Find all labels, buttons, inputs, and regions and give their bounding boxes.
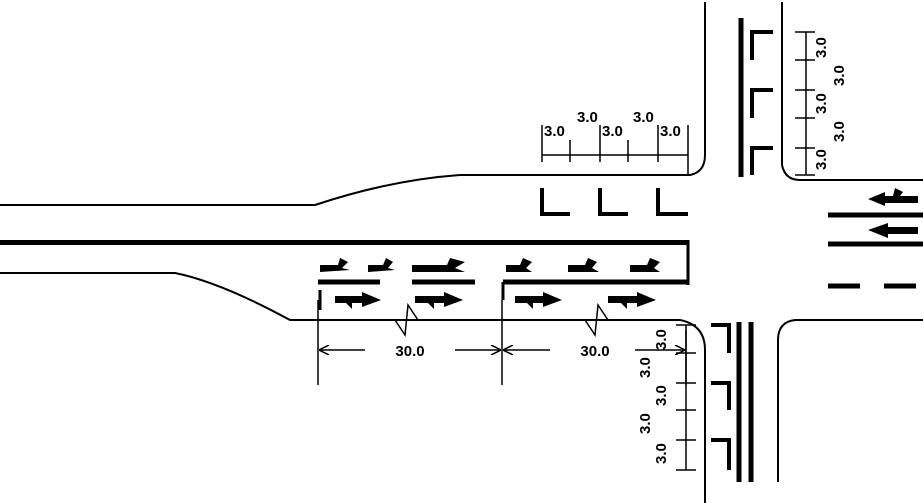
west-crosswalk-bracket-2: [598, 188, 628, 216]
dim-label: 3.0: [602, 123, 623, 140]
storage-length-dimensions: [317, 300, 687, 385]
right-top-dimension-ticks: [795, 31, 815, 176]
bottom-dimension-labels: 3.0 3.0 3.0 3.0 3.0: [637, 329, 670, 464]
dim-label: 3.0: [653, 443, 670, 464]
through-arrow: [415, 292, 463, 309]
north-leg-markings: [738, 18, 773, 177]
north-crosswalk-bracket-3: [750, 146, 773, 175]
left-turn-arrow: [568, 258, 599, 272]
left-turn-arrow: [506, 258, 532, 272]
through-arrow: [515, 292, 562, 309]
dim-label: 3.0: [813, 37, 830, 58]
south-crosswalk-bracket-3: [711, 438, 731, 470]
dim-label: 3.0: [633, 109, 654, 126]
storage-length-label: 30.0: [395, 343, 424, 360]
storage-length-label: 30.0: [580, 343, 609, 360]
left-turn-arrow: [412, 258, 465, 272]
south-crosswalk-bracket-2: [711, 381, 731, 410]
south-leg-markings: [711, 322, 754, 482]
west-crosswalk-bracket-3: [656, 188, 688, 216]
top-dimension-labels: 3.0 3.0 3.0 3.0 3.0: [544, 109, 681, 140]
dim-label: 3.0: [813, 93, 830, 114]
through-arrow: [868, 223, 918, 238]
dim-label: 3.0: [653, 385, 670, 406]
dim-label: 3.0: [660, 123, 681, 140]
dim-label: 3.0: [653, 329, 670, 350]
left-turn-arrow: [320, 258, 350, 272]
dim-label: 3.0: [813, 149, 830, 170]
lane-lines: [0, 240, 690, 310]
south-crosswalk-bracket-1: [711, 323, 731, 353]
through-arrows: [335, 292, 656, 309]
north-edge-of-west-approach: [0, 2, 706, 206]
south-edge-of-west-approach: [0, 272, 706, 503]
north-crosswalk-bracket-2: [750, 88, 773, 118]
left-turn-arrow: [368, 258, 395, 272]
dim-label: 3.0: [831, 65, 848, 86]
break-mark-2: [584, 302, 609, 338]
dim-label: 3.0: [544, 123, 565, 140]
west-crosswalk-bracket-1: [540, 188, 570, 216]
dim-label: 3.0: [637, 357, 654, 378]
north-east-corner-curb: [781, 2, 923, 181]
south-east-corner-curb: [777, 319, 923, 482]
right-top-dimension-labels: 3.0 3.0 3.0 3.0 3.0: [813, 37, 848, 170]
east-approach-markings: [828, 212, 923, 289]
left-turn-arrows: [320, 258, 660, 272]
through-arrow: [335, 292, 381, 309]
north-crosswalk-bracket-1: [750, 30, 773, 60]
dim-label: 3.0: [637, 413, 654, 434]
dim-label: 3.0: [831, 121, 848, 142]
storage-length-labels: 30.0 30.0: [395, 343, 609, 360]
east-approach-arrows: [868, 188, 918, 238]
break-mark-1: [394, 302, 419, 338]
top-dimension-ticks: [541, 125, 689, 175]
west-crosswalk-markings: [540, 188, 688, 216]
dim-label: 3.0: [577, 109, 598, 126]
left-turn-arrow: [630, 258, 660, 272]
turn-left-and-through-arrow: [868, 188, 918, 206]
through-arrow: [608, 292, 656, 309]
